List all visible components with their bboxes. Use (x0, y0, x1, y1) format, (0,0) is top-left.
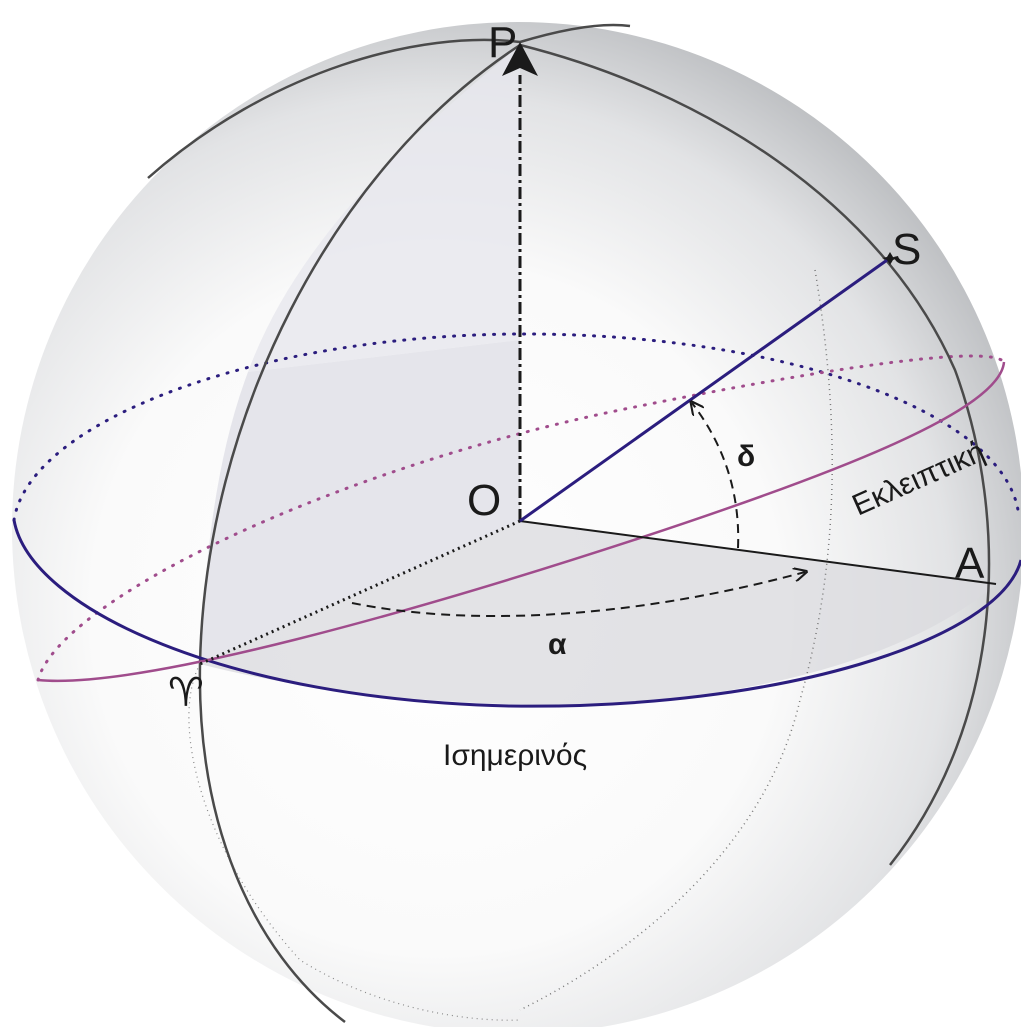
meridian-plane-shading-lower (200, 340, 520, 664)
ecliptic-front (37, 361, 1006, 683)
line-to-star (519, 256, 891, 523)
equator-front (12, 519, 1021, 708)
equator-back-dotted (12, 332, 1020, 522)
line-to-A (519, 520, 997, 585)
declination-arc (692, 403, 740, 549)
meridian-through-equinox (198, 43, 521, 1023)
top-arc (147, 23, 631, 179)
polar-axis-arrowhead (502, 42, 538, 76)
pole-label: P (488, 18, 517, 67)
equatorial-plane-shading (200, 521, 996, 705)
declination-label: δ (737, 440, 755, 473)
center-label: O (467, 476, 501, 525)
star-marker (882, 252, 898, 265)
right-ascension-arc (351, 572, 805, 618)
hidden-circle-dotted-2 (188, 663, 521, 1021)
hour-circle-through-star (519, 43, 991, 866)
equator-label: Ισημερινός (443, 739, 587, 772)
meridian-plane-shading (248, 45, 520, 372)
vernal-equinox-label: ♈ (168, 671, 204, 715)
equator-point-label: A (955, 539, 985, 588)
line-to-equinox (199, 519, 521, 666)
star-label: S (892, 225, 921, 274)
right-ascension-label: α (548, 628, 567, 661)
